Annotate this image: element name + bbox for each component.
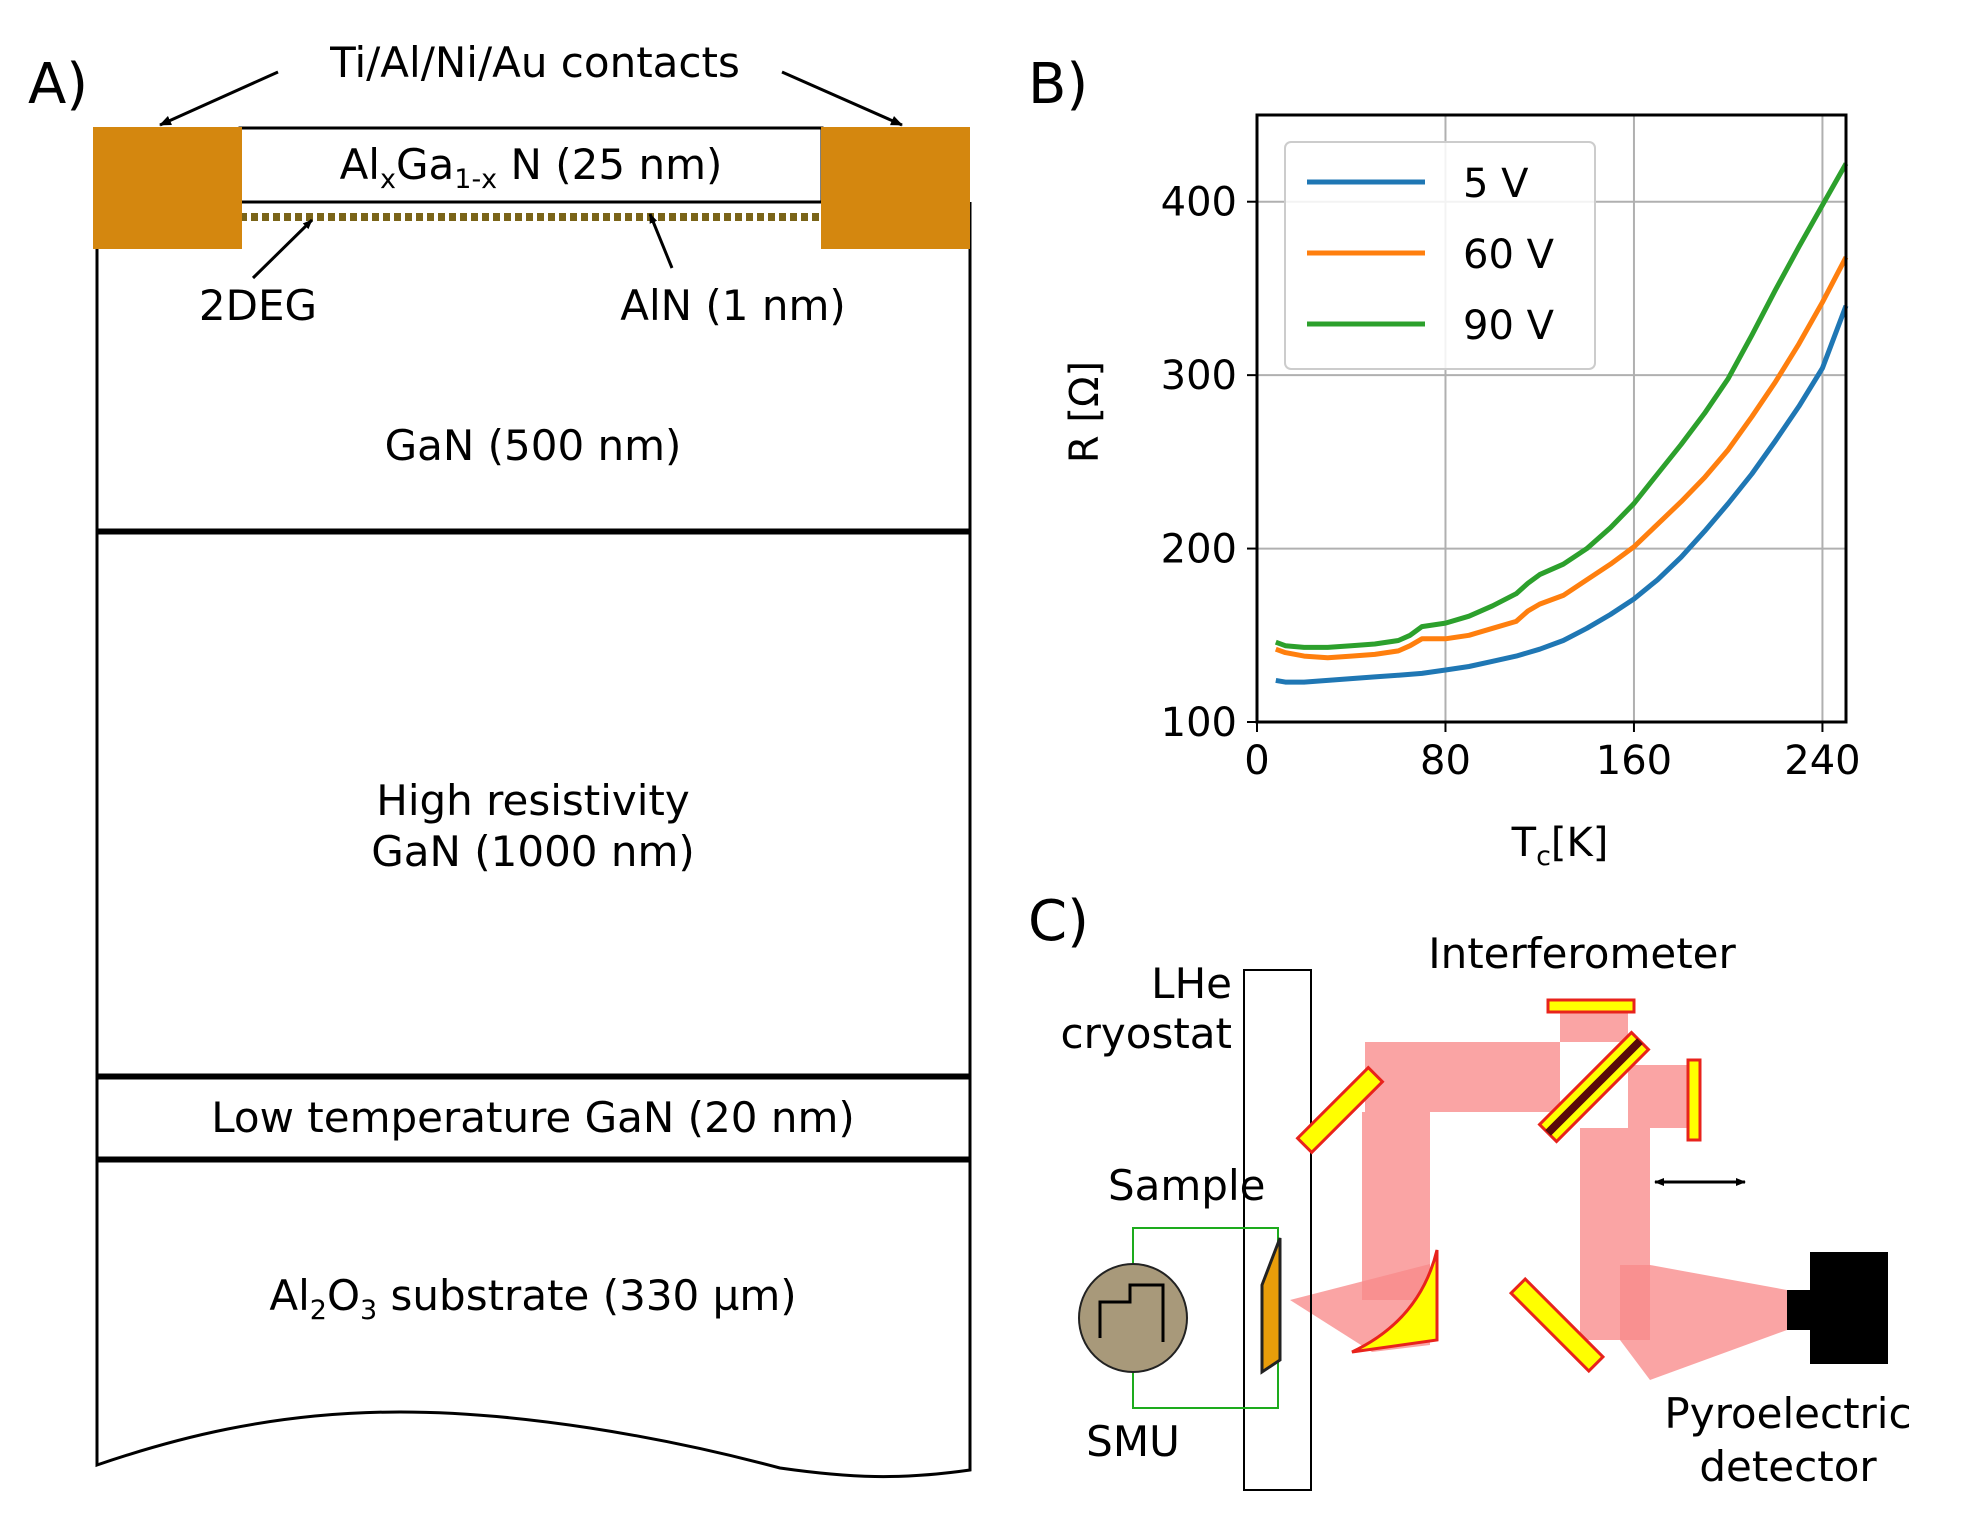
beam-ref-up (1560, 1012, 1628, 1042)
detector-body (1810, 1252, 1888, 1364)
flat-mirror-left (1295, 1065, 1385, 1155)
moving-mirror (1686, 1058, 1702, 1142)
contacts-arrow-left (159, 70, 279, 127)
beam-ref-right (1628, 1065, 1688, 1128)
beam-left-down (1362, 1112, 1430, 1300)
twodeg-label: 2DEG (199, 281, 317, 330)
chart-series (1274, 162, 1849, 685)
substrate-layer (95, 1159, 972, 1479)
legend-label: 90 V (1463, 303, 1555, 349)
smu-label: SMU (1086, 1417, 1180, 1466)
lt-gan-label: Low temperature GaN (20 nm) (211, 1093, 855, 1142)
beam-paths (1290, 1012, 1787, 1380)
legend-box (1284, 141, 1596, 370)
parabolic-mirror (1351, 1249, 1439, 1354)
hr-gan-label-line1: High resistivity (376, 776, 689, 825)
substrate-label: Al2O3 substrate (330 µm) (269, 1271, 796, 1326)
beam-splitter-core (1545, 1038, 1643, 1136)
twodeg-arrow (251, 218, 314, 280)
x-tick-label: 240 (1784, 738, 1860, 784)
panel-c-label: C) (1028, 889, 1089, 954)
hr-gan-label-line2: GaN (1000 nm) (371, 827, 695, 876)
aln-arrow (648, 213, 674, 269)
cryostat-box (1243, 969, 1312, 1491)
y-tick-label: 100 (1161, 700, 1237, 746)
flat-mirror-bottom (1508, 1276, 1606, 1374)
chart-ticks: 0 80 160 240 100 200 300 400 (1161, 180, 1861, 784)
square-wave-icon (1098, 1283, 1165, 1342)
detector-window (1787, 1290, 1812, 1330)
x-axis-label: Tc[K] (1511, 820, 1609, 872)
legend-label: 5 V (1463, 161, 1529, 207)
detector-label-line2: detector (1699, 1442, 1877, 1491)
series-line-2 (1274, 256, 1849, 661)
chart-legend: 5 V 60 V 90 V (1284, 141, 1596, 370)
cryostat-label-line2: cryostat (1061, 1009, 1232, 1058)
y-axis-label: R [Ω] (1062, 361, 1108, 463)
hr-gan-layer (95, 531, 972, 1077)
panel-c: C) LHe cryostat SMU Sample (1028, 889, 1912, 1491)
contacts-label: Ti/Al/Ni/Au contacts (329, 38, 740, 87)
lt-gan-layer (95, 1076, 972, 1160)
gan-layer (95, 202, 972, 532)
y-tick-label: 200 (1161, 527, 1237, 573)
sample-chip (1260, 1237, 1282, 1375)
x-tick-label: 0 (1244, 738, 1269, 784)
detector-label-line1: Pyroelectric (1664, 1389, 1911, 1438)
series-line-1 (1275, 304, 1849, 685)
panel-a-label: A) (28, 52, 88, 117)
beam-top (1365, 1042, 1560, 1112)
algan-label: AlxGa1-x N (25 nm) (340, 140, 723, 195)
fixed-mirror (1546, 998, 1636, 1014)
panel-b: B) 0 80 160 240 100 200 300 400 5 V 60 V 90 V R [… (1028, 52, 1861, 872)
series-line-3 (1274, 162, 1849, 650)
gan-label: GaN (500 nm) (385, 421, 682, 470)
aln-label: AlN (1 nm) (620, 281, 846, 330)
legend-label: 60 V (1463, 232, 1555, 278)
contacts-arrow-right (781, 70, 903, 127)
algan-layer (238, 126, 824, 204)
contact-left (93, 127, 242, 249)
x-tick-label: 160 (1596, 738, 1672, 784)
y-tick-label: 300 (1161, 353, 1237, 399)
contact-right (821, 127, 970, 249)
smu-source (1078, 1263, 1188, 1373)
cryostat-label-line1: LHe (1151, 959, 1232, 1008)
panel-b-label: B) (1028, 52, 1088, 117)
panel-a: A) Ti/Al/Ni/Au contacts AlxGa1-x N (25 n… (28, 38, 972, 1479)
plot-frame (1255, 113, 1848, 724)
interferometer-label: Interferometer (1428, 929, 1736, 978)
x-tick-label: 80 (1420, 738, 1471, 784)
beam-to-detector (1620, 1265, 1787, 1380)
sample-label: Sample (1108, 1161, 1265, 1210)
y-tick-label: 400 (1161, 180, 1237, 226)
